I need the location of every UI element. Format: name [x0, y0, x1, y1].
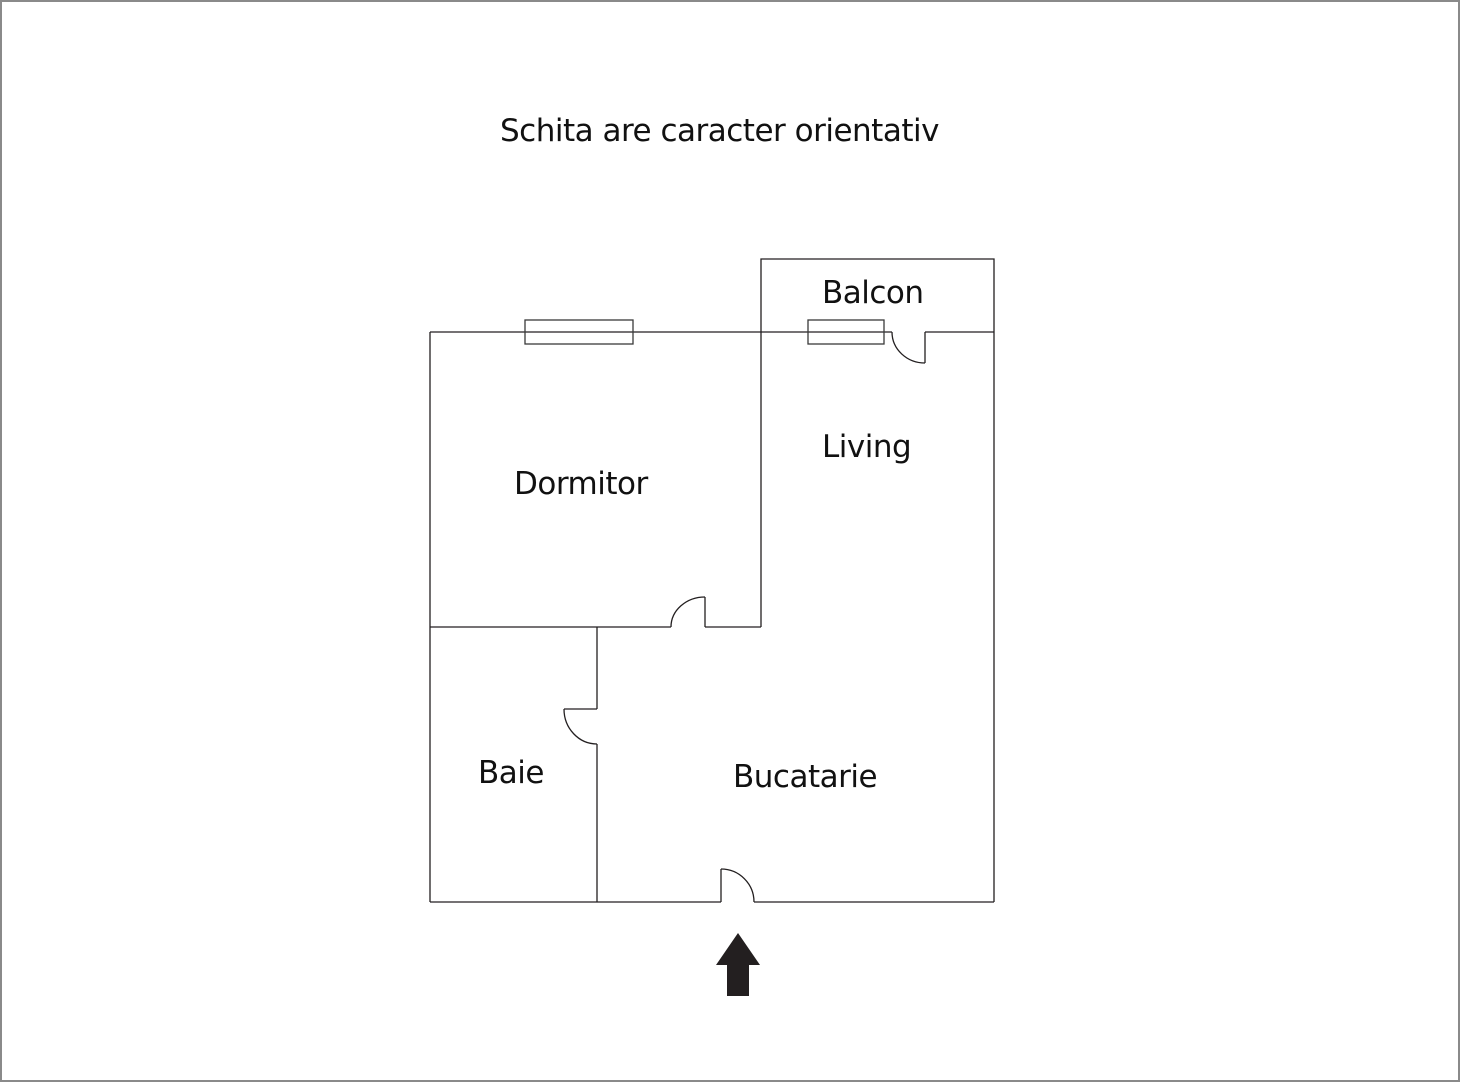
room-label-bucatarie: Bucatarie: [733, 759, 878, 795]
balcony-door: [891, 331, 926, 364]
room-label-dormitor: Dormitor: [514, 466, 648, 502]
bedroom-window: [524, 319, 634, 345]
room-label-living: Living: [822, 429, 912, 465]
arrow-up-icon: [716, 933, 760, 996]
disclaimer-title: Schita are caracter orientativ: [500, 113, 939, 149]
room-label-baie: Baie: [478, 755, 544, 791]
bathroom-door: [563, 708, 598, 745]
room-label-balcon: Balcon: [822, 275, 924, 311]
bedroom-door: [670, 596, 706, 628]
living-window: [807, 319, 885, 345]
balcony-outline: [760, 258, 995, 332]
entrance-door: [720, 868, 755, 903]
